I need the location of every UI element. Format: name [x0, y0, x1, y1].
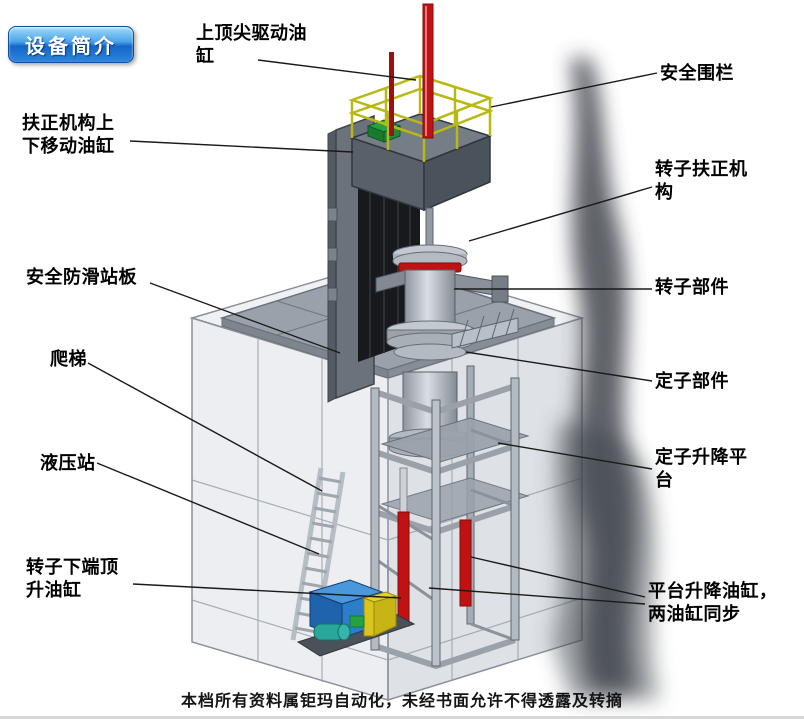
safety-fence-graphic [348, 74, 494, 162]
label-safety-fence: 安全围栏 [660, 63, 734, 83]
label-centering-cylinder: 扶正机构上下移动油缸 [22, 113, 115, 157]
label-platform-cylinders: 平台升降油缸，两油缸同步 [648, 581, 778, 625]
hydraulic-station-graphic [296, 579, 416, 657]
label-rotor-part: 转子部件 [655, 277, 729, 297]
label-ladder: 爬梯 [50, 349, 87, 369]
label-stator-part: 定子部件 [655, 371, 729, 391]
ladder-graphic [290, 467, 346, 645]
platform-cylinders-graphic [397, 467, 472, 627]
label-antislip-plate: 安全防滑站板 [26, 267, 137, 287]
label-top-cylinder: 上顶尖驱动油缸 [196, 23, 307, 67]
label-hydraulic-station: 液压站 [40, 453, 96, 473]
shadow-smudge [552, 58, 660, 700]
rotor-graphic [375, 207, 509, 361]
footer-copyright: 本档所有资料属钜玛自动化，未经书面允许不得透露及转摘 [180, 693, 623, 710]
equipment-intro-badge: 设备简介 [8, 26, 134, 63]
label-stator-platform: 定子升降平台 [655, 447, 748, 491]
label-rotor-bottom-cylinder: 转子下端顶升油缸 [26, 557, 119, 601]
leader-lines [87, 59, 658, 605]
bottom-edge [0, 716, 804, 719]
top-cylinder-graphic [389, 3, 434, 139]
lattice-beam-graphic [451, 308, 519, 349]
lift-frame-graphic [370, 365, 530, 670]
label-rotor-centering: 转子扶正机构 [655, 159, 748, 203]
